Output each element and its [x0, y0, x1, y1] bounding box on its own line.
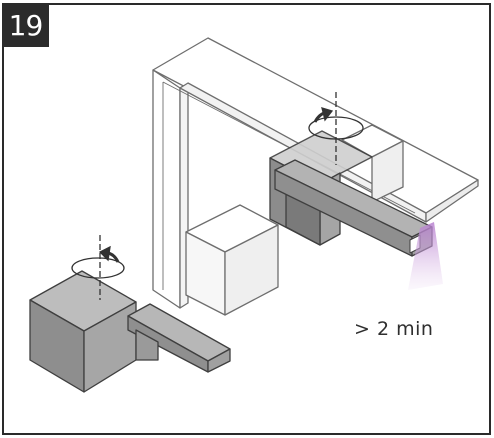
removed-device: [29, 270, 231, 393]
step-frame: [2, 3, 491, 435]
duration-label: > 2 min: [354, 318, 434, 340]
rotate-counterclockwise-icon: [308, 92, 364, 165]
step-number-badge: 19: [2, 3, 49, 47]
rotate-clockwise-icon: [71, 235, 125, 300]
step-number: 19: [8, 8, 44, 42]
led-glow: [408, 222, 443, 290]
